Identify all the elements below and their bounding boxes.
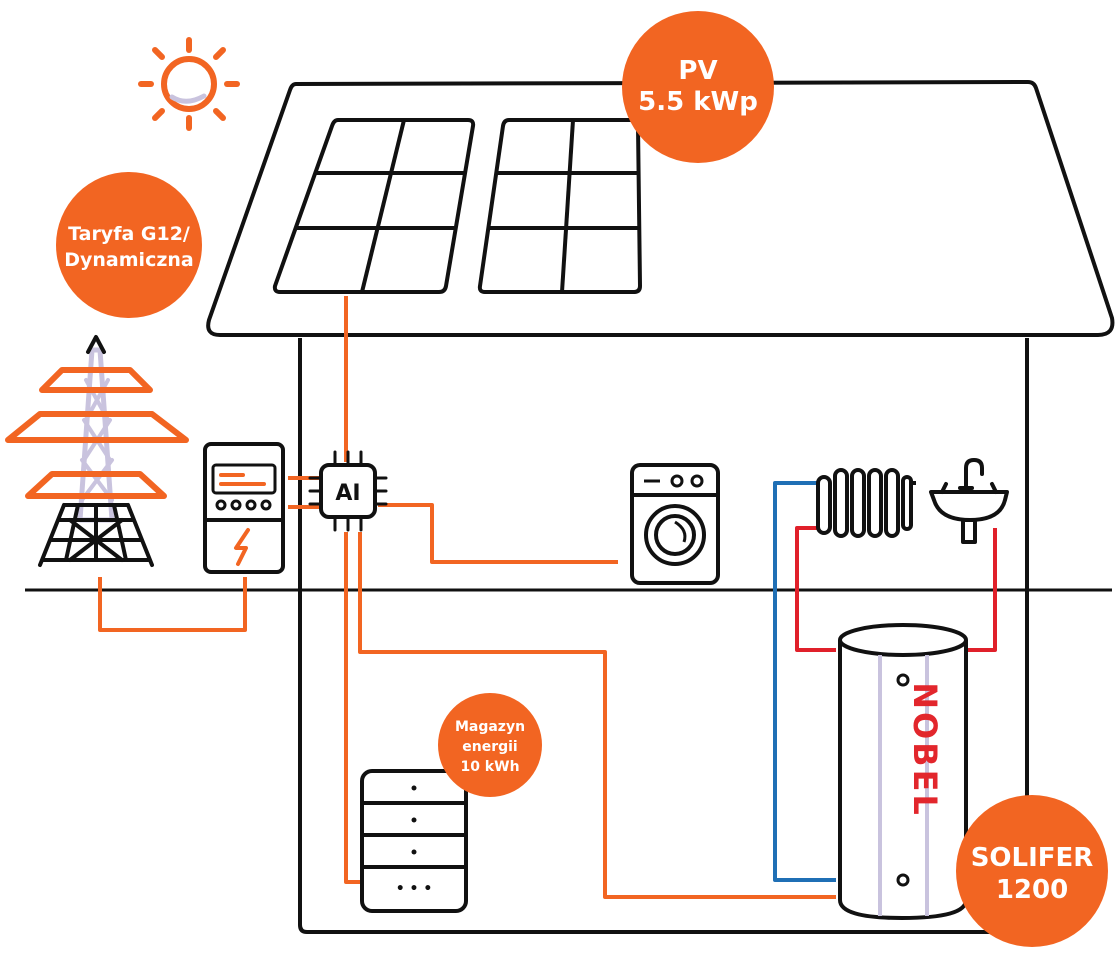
tariff-badge-line1: Taryfa G12/: [68, 223, 190, 245]
storage-badge-line3: 10 kWh: [460, 759, 519, 775]
battery-storage-icon: • • •: [360, 769, 468, 913]
water-pipes: [773, 481, 997, 882]
tank-badge: SOLIFER 1200: [956, 795, 1108, 947]
tank-logo: NOBEL: [906, 682, 944, 818]
sun-icon: [138, 37, 240, 131]
sink-icon: [929, 458, 1009, 544]
solar-panel-left: [272, 118, 476, 294]
radiator-icon: [816, 468, 916, 538]
ai-chip-icon: AI: [308, 450, 388, 532]
storage-badge: Magazyn energii 10 kWh: [438, 693, 542, 797]
water-tank-icon: NOBEL: [838, 623, 968, 921]
tank-badge-line1: SOLIFER: [971, 843, 1094, 873]
electric-meter-icon: [203, 442, 285, 574]
storage-badge-line2: energii: [462, 739, 517, 755]
tariff-badge: Taryfa G12/ Dynamiczna: [56, 172, 202, 318]
ai-chip-label: AI: [335, 481, 360, 506]
battery-dots: • • •: [396, 881, 433, 897]
tank-badge-line2: 1200: [996, 875, 1068, 905]
power-pylon-icon: [5, 335, 189, 567]
pv-badge: PV 5.5 kWp: [622, 11, 774, 163]
pv-badge-line1: PV: [678, 56, 717, 86]
tariff-badge-line2: Dynamiczna: [64, 249, 193, 271]
pv-badge-line2: 5.5 kWp: [638, 87, 758, 117]
power-wiring: [98, 296, 836, 899]
storage-badge-line1: Magazyn: [455, 719, 525, 735]
solar-panel-right: [477, 118, 642, 294]
washing-machine-icon: [630, 463, 720, 585]
